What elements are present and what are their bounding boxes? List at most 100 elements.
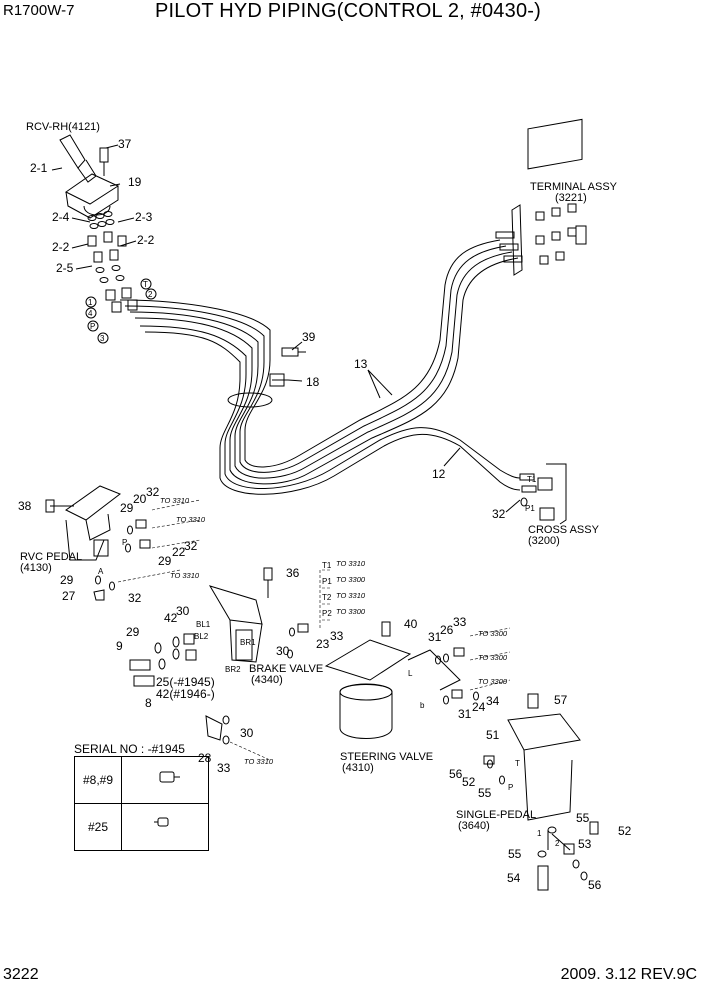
callout-label: 1: [88, 298, 93, 307]
callout-label: 32: [492, 507, 506, 521]
callout-label: BRAKE VALVE: [249, 663, 323, 675]
callout-label: 24: [472, 700, 486, 714]
callout-label: A: [98, 567, 104, 576]
callout-label: 1: [537, 829, 542, 838]
callout-label: 38: [18, 499, 32, 513]
callout-label: 29: [60, 573, 74, 587]
callout-label: 3: [100, 334, 105, 343]
callout-label: BR1: [240, 638, 256, 647]
callout-label: P1: [525, 504, 535, 513]
callout-label: P: [122, 538, 127, 547]
callout-label: 55: [576, 811, 590, 825]
callout-label: 27: [62, 589, 76, 603]
callout-label: P: [90, 322, 95, 331]
table-row: #8,#9: [74, 756, 209, 804]
callout-label: T: [515, 759, 520, 768]
callout-label: L: [408, 669, 413, 678]
date-revision: 2009. 3.12 REV.9C: [560, 966, 697, 983]
callout-label: (4340): [251, 674, 283, 686]
callout-label: 52: [618, 824, 632, 838]
callout-label: 57: [554, 693, 568, 707]
callout-label: T2: [322, 593, 332, 602]
callout-label: 30: [240, 726, 254, 740]
callout-label: (4130): [20, 562, 52, 574]
callout-label: TO 3300: [478, 653, 508, 662]
callout-label: 30: [176, 604, 190, 618]
steering-valve: [324, 621, 479, 739]
callout-label: P: [508, 783, 513, 792]
callout-label: 33: [453, 615, 467, 629]
callout-label: 32: [128, 591, 142, 605]
fitting-image: [121, 803, 209, 851]
callout-label: 53: [578, 837, 592, 851]
callout-label: SINGLE-PEDAL: [456, 809, 536, 821]
brake-valve: [129, 567, 309, 745]
callout-label: TO 3310: [244, 757, 274, 766]
callout-label: (3221): [555, 192, 587, 204]
callout-label: 56: [588, 878, 602, 892]
callout-label: BL2: [194, 632, 209, 641]
callout-label: TO 3300: [478, 629, 508, 638]
rcv-joystick: [59, 134, 120, 219]
callout-label: P1: [322, 577, 332, 586]
callout-label: 9: [116, 639, 123, 653]
callout-label: 31: [458, 707, 472, 721]
callout-label: b: [420, 701, 425, 710]
callout-label: 30: [276, 644, 290, 658]
model-code: R1700W-7: [3, 2, 75, 19]
callout-label: (3200): [528, 535, 560, 547]
serial-table: #8,#9 #25: [74, 756, 209, 851]
callout-label: 29: [158, 554, 172, 568]
callout-label: 33: [330, 629, 344, 643]
callout-label: 40: [404, 617, 418, 631]
callout-label: BR2: [225, 665, 241, 674]
callout-label: 42(#1946-): [156, 687, 215, 701]
callout-label: 2: [555, 839, 560, 848]
callout-label: TO 3300: [336, 575, 366, 584]
callout-label: (3640): [458, 820, 490, 832]
callout-label: 2-3: [135, 210, 153, 224]
callout-label: TERMINAL ASSY: [530, 181, 618, 193]
fitting-image: [121, 756, 209, 804]
callout-label: 2: [148, 290, 153, 299]
callout-label: 2-2: [137, 233, 155, 247]
callout-label: STEERING VALVE: [340, 751, 433, 763]
callout-label: 2-5: [56, 261, 74, 275]
callout-label: TO 3310: [336, 591, 366, 600]
callout-label: 12: [432, 467, 446, 481]
callout-label: 29: [126, 625, 140, 639]
callout-label: 52: [462, 775, 476, 789]
callout-label: 22: [172, 545, 186, 559]
callout-label: T1: [527, 475, 537, 484]
callout-label: (4310): [342, 762, 374, 774]
callout-label: 29: [120, 501, 134, 515]
callout-label: BL1: [196, 620, 211, 629]
callout-label: 4: [88, 309, 93, 318]
cross-assy: [519, 463, 567, 525]
callout-label: 25(-#1945): [156, 675, 215, 689]
callout-label: 34: [486, 694, 500, 708]
callout-label: T: [143, 280, 148, 289]
callout-label: TO 3300: [336, 607, 366, 616]
table-row: #25: [74, 803, 209, 851]
callout-label: 26: [440, 623, 454, 637]
callout-label: 56: [449, 767, 463, 781]
callout-label: 36: [286, 566, 300, 580]
page-title: PILOT HYD PIPING(CONTROL 2, #0430-): [155, 0, 541, 22]
single-pedal: [483, 693, 599, 891]
callout-label: 13: [354, 357, 368, 371]
callout-label: TO 3310: [336, 559, 366, 568]
callout-label: TO 3310: [160, 496, 190, 505]
callout-label: 37: [118, 137, 132, 151]
callout-label: TO 3300: [478, 677, 508, 686]
callout-label: CROSS ASSY: [528, 524, 600, 536]
callout-label: 42: [164, 611, 178, 625]
callout-label: 32: [146, 485, 160, 499]
terminal-assy: [495, 118, 587, 276]
callout-label: 33: [217, 761, 231, 775]
callout-label: 51: [486, 728, 500, 742]
callout-label: 2-1: [30, 161, 48, 175]
callout-label: 55: [478, 786, 492, 800]
serial-heading: SERIAL NO : -#1945: [74, 742, 185, 756]
